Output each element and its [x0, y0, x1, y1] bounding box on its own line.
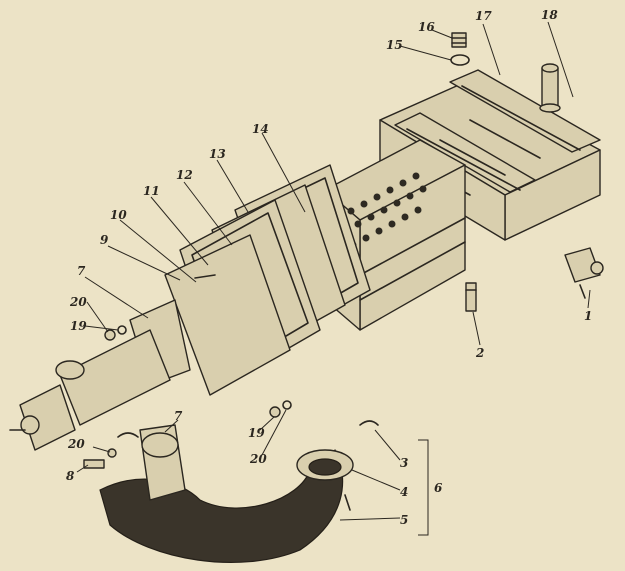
callout-13: 13	[209, 147, 226, 161]
callout-14: 14	[252, 122, 269, 136]
stud-9	[194, 274, 216, 279]
callout-19-upper: 19	[70, 319, 87, 333]
elbow-pipe	[99, 424, 354, 564]
callout-20-lower: 20	[67, 437, 85, 451]
group-bracket	[418, 439, 429, 536]
callout-19-lower: 19	[248, 426, 265, 440]
filler-neck	[539, 63, 561, 113]
callout-16: 16	[418, 20, 435, 34]
callout-12: 12	[176, 168, 193, 182]
leader-lines	[76, 21, 591, 521]
callout-7-lower: 7	[174, 409, 183, 423]
callout-18: 18	[541, 8, 558, 22]
callout-labels: 16 15 17 18 14 13 12 11 10 9 7 20 19 1 2…	[66, 8, 592, 527]
inlet-pipe	[9, 299, 191, 451]
callout-20-upper: 20	[69, 295, 87, 309]
drain-plug	[450, 32, 470, 66]
callout-20-mid: 20	[249, 452, 267, 466]
callout-9: 9	[100, 233, 109, 247]
callout-8: 8	[66, 469, 75, 483]
nut-washer-left	[104, 325, 127, 341]
callout-5: 5	[400, 513, 408, 527]
callout-11: 11	[143, 184, 160, 198]
callout-4: 4	[400, 485, 408, 499]
callout-15: 15	[386, 38, 403, 52]
callout-3: 3	[400, 456, 408, 470]
bolt-2	[465, 282, 477, 312]
callout-2: 2	[475, 346, 484, 360]
callout-17: 17	[475, 9, 492, 23]
drain-cock	[564, 247, 604, 299]
flange-10	[164, 234, 291, 396]
callout-1: 1	[584, 309, 592, 323]
callout-6: 6	[434, 481, 443, 495]
callout-7-upper: 7	[77, 264, 86, 278]
fittings-lower	[83, 400, 379, 469]
callout-10: 10	[110, 208, 127, 222]
